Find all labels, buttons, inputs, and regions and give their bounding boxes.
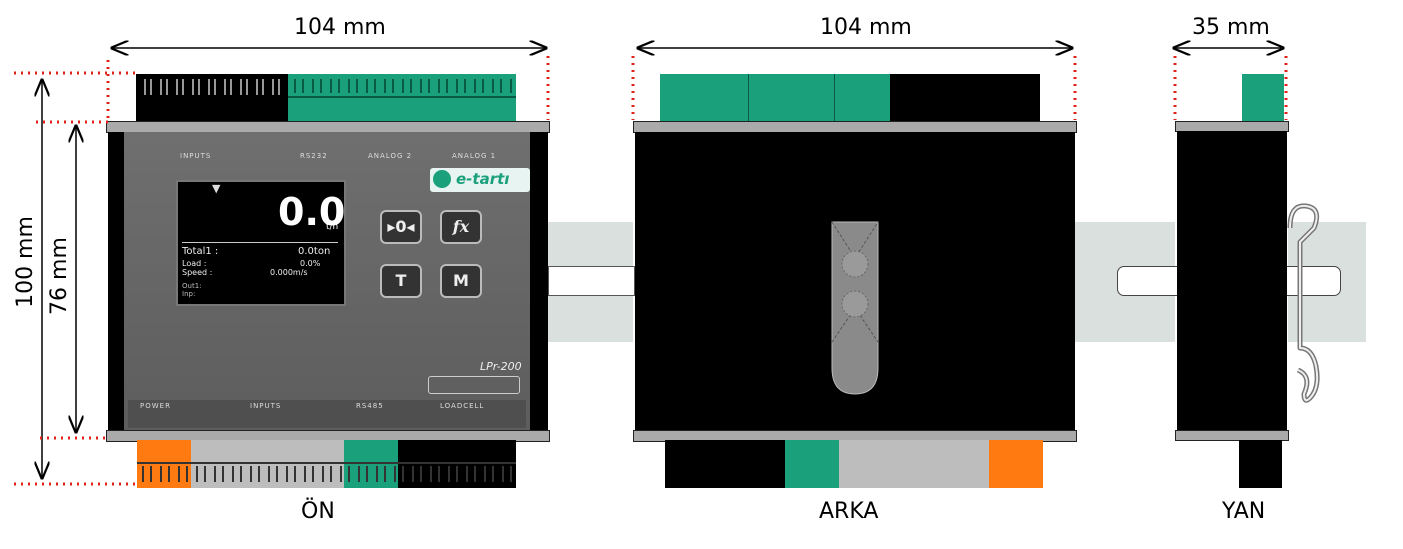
panel-label-inputs-bottom: INPUTS (250, 402, 282, 410)
bottom-label-strip (128, 400, 526, 428)
brand-logo-icon (433, 170, 451, 188)
back-top-terminal (890, 74, 1040, 122)
back-width-label: 104 mm (820, 15, 912, 40)
function-key[interactable]: fx (440, 210, 482, 244)
total-height-label: 100 mm (13, 216, 38, 308)
housing-bottom-rim (1175, 430, 1289, 441)
lcd-row-value: 0.0% (300, 259, 321, 268)
terminal-pins (140, 79, 284, 95)
back-top-terminal (834, 74, 890, 122)
menu-key[interactable]: M (440, 264, 482, 298)
panel-label-analog1: ANALOG 1 (452, 152, 497, 160)
lcd-row-label: Speed : (182, 268, 213, 277)
model-label: LPr-200 (480, 360, 522, 373)
lcd-arrow-icon: ▼ (212, 182, 221, 195)
back-bottom-terminal (785, 440, 839, 488)
terminal-divider (748, 74, 749, 122)
brand-name: e-tartı (456, 170, 510, 188)
terminal-divider (137, 462, 516, 464)
terminal-pins (292, 79, 512, 93)
lcd-divider (182, 242, 338, 243)
tare-key[interactable]: T (380, 264, 422, 298)
lcd-row-label: Total1 : (182, 246, 219, 257)
front-view-label: ÖN (301, 499, 335, 524)
back-top-terminal (748, 74, 834, 122)
din-hook (1287, 203, 1320, 403)
lcd-row-value: 0.0ton (298, 246, 331, 257)
lcd-footer-out: Out1: (182, 282, 202, 290)
screw-icon (841, 290, 869, 318)
lcd-main-unit: t/h (326, 222, 339, 232)
lcd-display (176, 180, 346, 306)
lcd-row-label: Load : (182, 259, 207, 268)
panel-label-loadcell: LOADCELL (440, 402, 485, 410)
panel-label-inputs: INPUTS (180, 152, 212, 160)
lcd-main-value: 0.0 (278, 190, 346, 234)
terminal-pins (140, 466, 514, 482)
body-height-label: 76 mm (47, 237, 72, 315)
front-width-label: 104 mm (294, 15, 386, 40)
back-bottom-terminal (989, 440, 1043, 488)
zero-key[interactable]: ▸0◂ (380, 210, 422, 244)
screw-icon (841, 250, 869, 278)
lcd-footer-inp: Inp: (182, 290, 196, 298)
terminal-divider (288, 96, 516, 98)
panel-label-rs485: RS485 (356, 402, 384, 410)
side-bottom-terminal (1239, 440, 1282, 488)
lcd-row-value: 0.000m/s (270, 268, 308, 277)
side-width-label: 35 mm (1192, 15, 1270, 40)
panel-label-analog2: ANALOG 2 (368, 152, 413, 160)
din-rail-slot (548, 266, 635, 296)
back-bottom-terminal (839, 440, 989, 488)
panel-label-rs232: RS232 (300, 152, 328, 160)
side-view-label: YAN (1222, 499, 1266, 524)
back-bottom-terminal (665, 440, 785, 488)
side-top-terminal (1242, 74, 1284, 122)
panel-label-power: POWER (140, 402, 171, 410)
back-top-terminal (660, 74, 748, 122)
din-clip (831, 221, 879, 395)
terminal-divider (834, 74, 835, 122)
back-view-label: ARKA (819, 499, 879, 524)
label-window (428, 376, 520, 394)
side-housing (1177, 131, 1287, 430)
